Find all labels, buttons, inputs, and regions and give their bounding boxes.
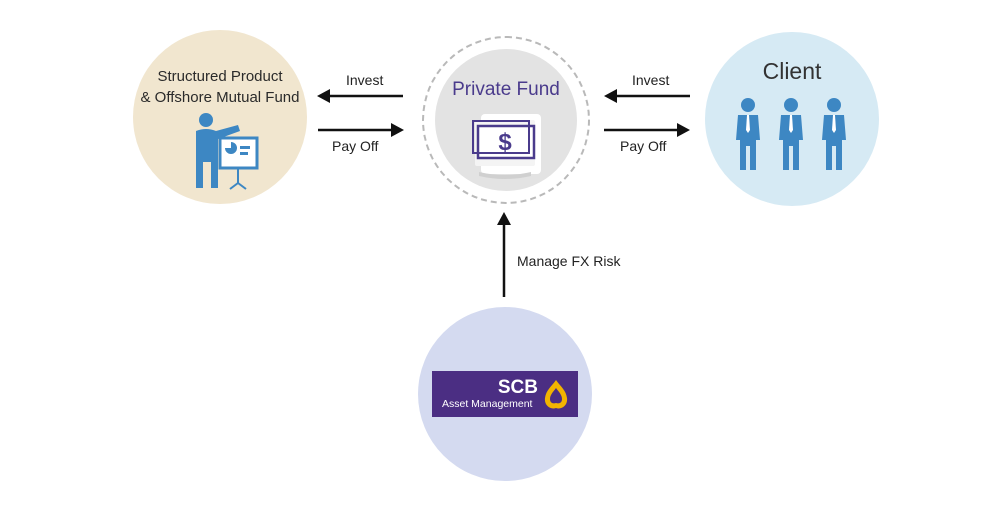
- svg-text:$: $: [498, 129, 512, 156]
- structured-product-node: [133, 30, 307, 204]
- structured-product-title-line1: Structured Product: [157, 68, 283, 85]
- money-stack-icon: $: [472, 114, 541, 179]
- scb-asset-management-logo: SCB Asset Management: [432, 371, 578, 417]
- payoff-label-right: Pay Off: [620, 138, 667, 154]
- arrow-invest-right: [604, 89, 690, 103]
- scb-emblem-icon: [544, 380, 568, 409]
- arrow-invest-left: [317, 89, 403, 103]
- private-fund-title: Private Fund: [452, 79, 560, 100]
- arrow-payoff-right: [604, 123, 690, 137]
- invest-label-left: Invest: [346, 72, 384, 88]
- scb-logo-subtitle: Asset Management: [442, 398, 533, 410]
- people-group-icon: [736, 98, 846, 170]
- scb-logo-name: SCB: [497, 377, 538, 398]
- private-fund-dashed-ring: [422, 36, 590, 204]
- client-title: Client: [762, 58, 822, 84]
- structured-product-title-line2: & Offshore Mutual Fund: [140, 89, 300, 106]
- arrow-payoff-left: [318, 123, 404, 137]
- invest-label-right: Invest: [632, 72, 670, 88]
- arrow-manage-fx: [497, 212, 511, 297]
- manage-fx-risk-label: Manage FX Risk: [517, 253, 621, 269]
- payoff-label-left: Pay Off: [332, 138, 379, 154]
- presenter-icon: [196, 113, 259, 190]
